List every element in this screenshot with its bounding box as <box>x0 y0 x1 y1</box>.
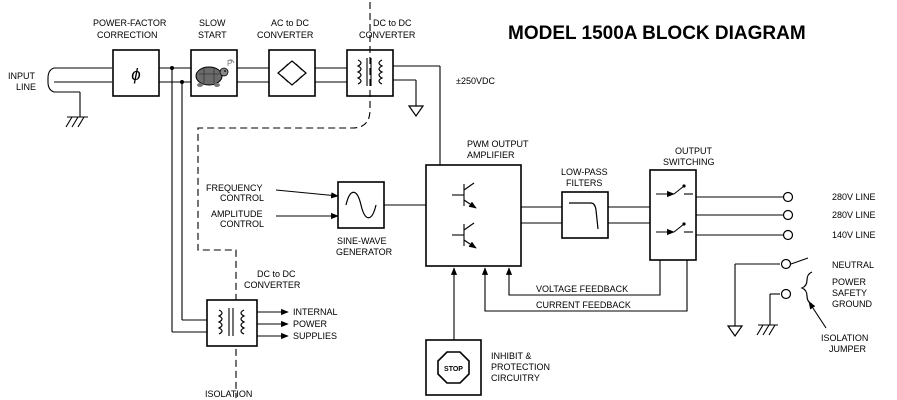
lowpass-label-1: LOW-PASS <box>561 167 608 177</box>
signal-ground-icon <box>726 325 744 338</box>
inhibit-label-3: CIRCUITRY <box>491 373 540 383</box>
transistor-icon-lower <box>452 222 477 249</box>
pfc-label-1: POWER-FACTOR <box>93 18 167 28</box>
psg-terminal <box>780 288 792 300</box>
neutral-terminal <box>780 258 792 270</box>
output-switching-block <box>649 169 697 261</box>
isolation-jumper-label-2: JUMPER <box>829 344 867 354</box>
stop-sign-text: STOP <box>444 366 463 373</box>
psg-chassis-ground-icon <box>756 324 778 336</box>
amplitude-control-label-2: CONTROL <box>220 219 264 229</box>
frequency-control-arrow <box>275 189 339 199</box>
output-280v-line-1: 280V LINE <box>832 192 876 202</box>
dcdc-ground-icon <box>407 105 425 118</box>
slow-start-label-1: SLOW <box>199 18 226 28</box>
isolation-jumper-brace <box>800 271 813 305</box>
output-terminal <box>782 229 794 241</box>
slow-start-label-2: START <box>198 30 227 40</box>
transistor-icon-upper <box>452 182 477 209</box>
dcdc-top-label-1: DC to DC <box>373 18 412 28</box>
low-pass-filters-block <box>561 191 609 239</box>
voltage-feedback-path <box>505 260 661 296</box>
dcdc-top-label-2: CONVERTER <box>359 30 416 40</box>
diagram-title: MODEL 1500A BLOCK DIAGRAM <box>508 23 806 44</box>
amplitude-control-label-1: AMPLITUDE <box>211 209 263 219</box>
current-feedback-label: CURRENT FEEDBACK <box>536 300 631 310</box>
relay-switch-icon-upper <box>656 184 693 198</box>
relay-switch-icon-lower <box>656 222 693 236</box>
stop-sign-icon: STOP <box>437 351 470 384</box>
output-terminal <box>782 191 794 203</box>
lowpass-response-icon <box>569 202 599 230</box>
bridge-rectifier-icon <box>277 60 307 86</box>
output-switching-label-2: SWITCHING <box>663 157 715 167</box>
psg-label-1: POWER <box>832 277 867 287</box>
turtle-letter: P <box>227 59 232 68</box>
pwm-label-2: AMPLIFIER <box>467 150 515 160</box>
output-terminal <box>782 209 794 221</box>
lowpass-label-2: FILTERS <box>566 178 602 188</box>
internal-supplies-label-3: SUPPLIES <box>293 331 337 341</box>
frequency-control-label-1: FREQUENCY <box>206 183 263 193</box>
current-feedback-path <box>481 260 688 312</box>
isolation-jumper-arrow <box>808 301 827 329</box>
ac-to-dc-converter-block <box>268 49 316 97</box>
isolation-boundary <box>197 2 371 398</box>
output-switching-label-1: OUTPUT <box>675 146 713 156</box>
acdc-label-2: CONVERTER <box>257 30 314 40</box>
power-factor-correction-block <box>112 49 160 97</box>
neutral-label: NEUTRAL <box>832 260 874 270</box>
pwm-output-amplifier-block <box>425 164 522 267</box>
internal-supplies-label-1: INTERNAL <box>293 307 338 317</box>
isolation-jumper-label-1: ISOLATION <box>821 333 868 343</box>
pwm-label-1: PWM OUTPUT <box>467 139 529 149</box>
turtle-icon: P <box>195 59 235 87</box>
inhibit-label-2: PROTECTION <box>491 362 550 372</box>
dc-to-dc-converter-bottom-block <box>206 299 258 347</box>
frequency-control-label-2: CONTROL <box>220 193 264 203</box>
output-140v-line: 140V LINE <box>832 230 876 240</box>
pfc-label-2: CORRECTION <box>97 30 158 40</box>
input-line-label-1: INPUT <box>8 71 36 81</box>
isolation-label: ISOLATION <box>205 389 252 399</box>
psg-label-2: SAFETY <box>832 288 867 298</box>
acdc-label-1: AC to DC <box>271 18 310 28</box>
sine-generator-label-1: SINE-WAVE <box>337 236 387 246</box>
input-line-label-2: LINE <box>16 82 36 92</box>
internal-supplies-label-2: POWER <box>293 319 328 329</box>
sine-wave-icon <box>345 191 377 219</box>
supply-voltage-label: ±250VDC <box>456 76 495 86</box>
sine-generator-label-2: GENERATOR <box>336 247 393 257</box>
voltage-feedback-label: VOLTAGE FEEDBACK <box>536 284 628 294</box>
input-brace <box>47 67 55 93</box>
input-chassis-ground-icon <box>65 116 88 128</box>
output-280v-line-2: 280V LINE <box>832 210 876 220</box>
dcdc-bottom-label-2: CONVERTER <box>244 280 301 290</box>
transformer-icon <box>356 58 384 86</box>
inhibit-label-1: INHIBIT & <box>491 351 531 361</box>
dcdc-bottom-label-1: DC to DC <box>257 269 296 279</box>
psg-label-3: GROUND <box>832 299 872 309</box>
transformer-icon <box>217 308 246 336</box>
phi-symbol: ϕ <box>131 65 140 84</box>
neutral-to-switch <box>790 257 809 265</box>
